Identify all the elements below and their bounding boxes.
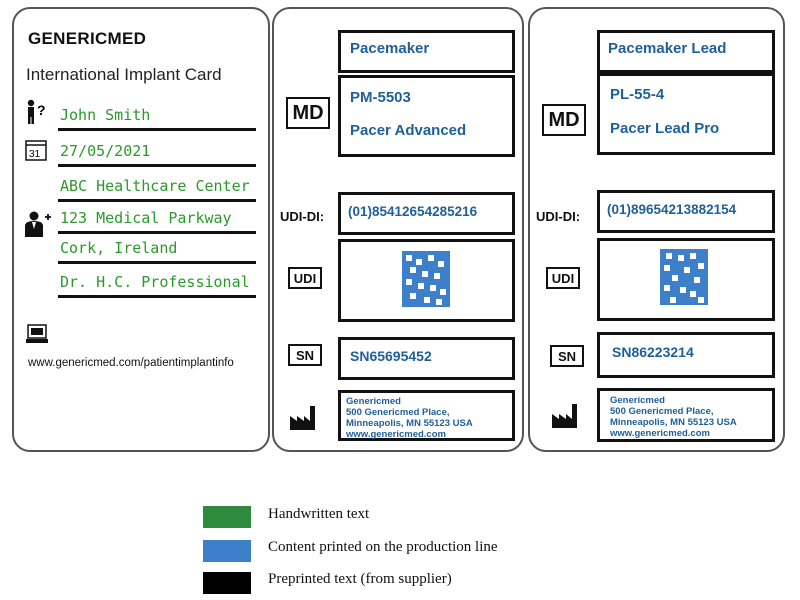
patient-info-url[interactable]: www.genericmed.com/patientimplantinfo — [28, 357, 234, 369]
serial-number: SN65695452 — [350, 348, 432, 364]
svg-text:?: ? — [37, 102, 46, 118]
manufacturer-line-3: Minneapolis, MN 55123 USA — [346, 418, 473, 429]
implant-date: 27/05/2021 — [58, 142, 256, 167]
datamatrix-barcode-icon — [402, 251, 450, 307]
legend-label-handwritten: Handwritten text — [268, 506, 370, 522]
healthcare-center-city: Cork, Ireland — [58, 239, 256, 264]
healthcare-center-street: 123 Medical Parkway — [58, 209, 256, 234]
udi-di-label: UDI-DI: — [280, 209, 325, 224]
legend-swatch-handwritten — [203, 506, 251, 528]
manufacturer-line-4: www.genericmed.com — [346, 429, 446, 440]
manufacturer-line-2: 500 Genericmed Place, — [610, 406, 714, 417]
md-symbol: MD — [542, 104, 586, 136]
device-card-pacemaker-lead: Pacemaker Lead MD PL-55-4 Pacer Lead Pro… — [528, 7, 785, 452]
legend-label-production: Content printed on the production line — [268, 539, 498, 555]
device-name: Pacer Lead Pro — [610, 120, 720, 137]
datamatrix-barcode-icon — [660, 249, 708, 305]
serial-box — [338, 337, 515, 380]
calendar-icon: 31 — [25, 140, 47, 161]
device-type: Pacemaker Lead — [608, 40, 727, 57]
udi-di-label: UDI-DI: — [536, 209, 581, 224]
card-title: International Implant Card — [26, 65, 222, 84]
manufacturer-icon — [552, 404, 577, 428]
serial-number: SN86223214 — [612, 344, 694, 360]
device-model: PL-55-4 — [610, 86, 665, 103]
website-icon — [26, 324, 48, 343]
patient-icon: ? — [27, 99, 46, 124]
udi-barcode-box — [338, 239, 515, 322]
device-name: Pacer Advanced — [350, 122, 467, 139]
serial-box — [597, 332, 775, 378]
patient-implant-card: GENERICMED International Implant Card ? … — [12, 7, 270, 452]
legend-label-preprinted: Preprinted text (from supplier) — [268, 571, 452, 587]
manufacturer-line-4: www.genericmed.com — [610, 428, 710, 439]
device-model-box — [597, 73, 775, 155]
udi-symbol: UDI — [546, 267, 580, 289]
udi-di-value: (01)89654213882154 — [607, 202, 737, 217]
patient-name: John Smith — [58, 106, 256, 131]
brand-name: GENERICMED — [28, 29, 147, 48]
device-type-box — [338, 30, 515, 73]
sn-symbol: SN — [550, 345, 584, 367]
svg-text:31: 31 — [29, 149, 41, 160]
doctor-name: Dr. H.C. Professional — [58, 273, 256, 298]
device-model-box — [338, 75, 515, 157]
device-type: Pacemaker — [350, 40, 430, 57]
udi-di-value: (01)85412654285216 — [348, 204, 478, 219]
sn-symbol: SN — [288, 344, 322, 366]
device-model: PM-5503 — [350, 89, 411, 106]
manufacturer-icon — [290, 406, 315, 430]
manufacturer-box — [597, 388, 775, 442]
healthcare-center-name: ABC Healthcare Center — [58, 177, 256, 202]
manufacturer-line-1: Genericmed — [610, 395, 665, 406]
manufacturer-line-2: 500 Genericmed Place, — [346, 407, 450, 418]
legend-swatch-production — [203, 540, 251, 562]
udi-di-box — [338, 192, 515, 235]
md-symbol: MD — [286, 97, 330, 129]
manufacturer-line-3: Minneapolis, MN 55123 USA — [610, 417, 737, 428]
doctor-icon — [25, 211, 51, 237]
legend-swatch-preprinted — [203, 572, 251, 594]
udi-di-box — [597, 190, 775, 233]
manufacturer-line-1: Genericmed — [346, 396, 401, 407]
device-card-pacemaker: Pacemaker MD PM-5503 Pacer Advanced UDI-… — [272, 7, 524, 452]
udi-barcode-box — [597, 238, 775, 321]
manufacturer-box — [338, 390, 515, 441]
udi-symbol: UDI — [288, 267, 322, 289]
device-type-box — [597, 30, 775, 73]
